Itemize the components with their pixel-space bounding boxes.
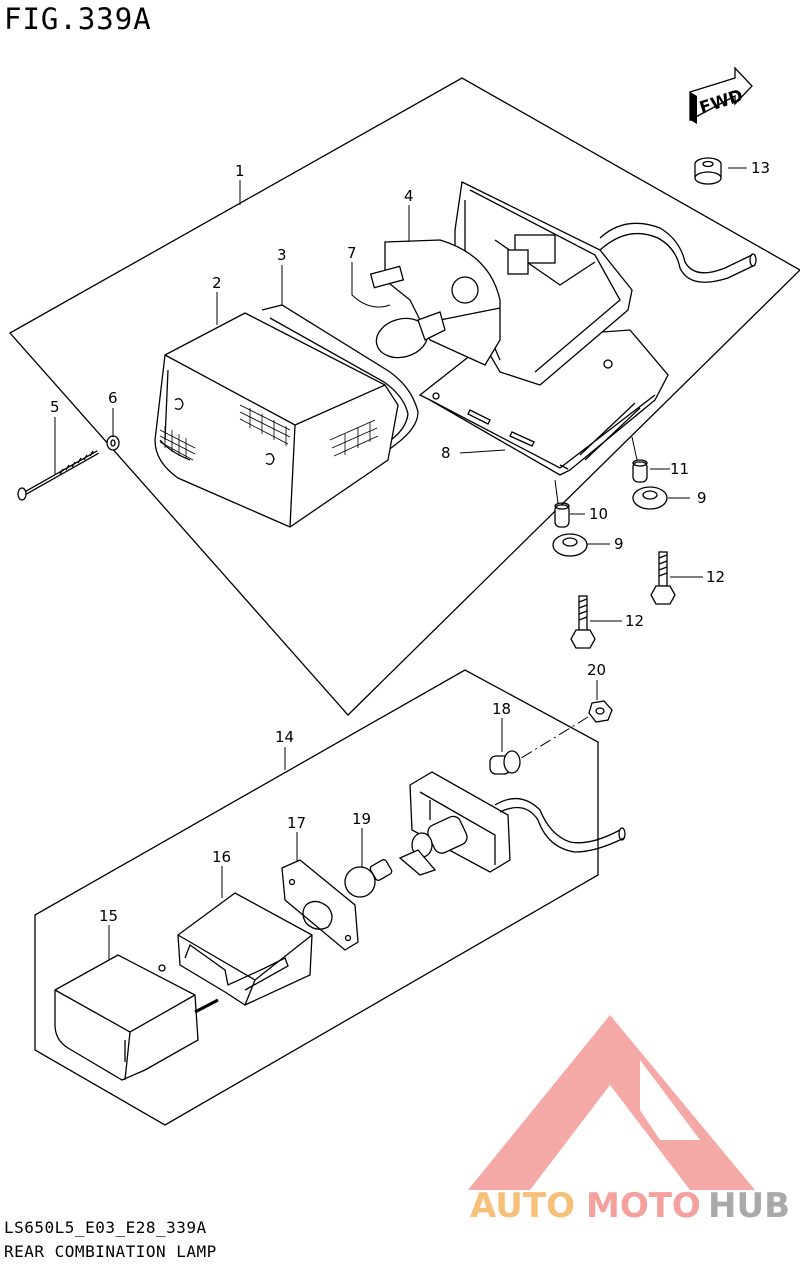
license-lamp-lens xyxy=(54,954,219,1081)
tail-bulb-icon xyxy=(369,265,446,359)
diagram-code: LS650L5_E03_E28_339A xyxy=(4,1218,207,1237)
callout-3: 3 xyxy=(277,246,287,264)
callout-16: 16 xyxy=(212,848,231,866)
license-bulb-icon xyxy=(344,859,393,898)
callout-13: 13 xyxy=(751,159,770,177)
callout-2: 2 xyxy=(212,274,222,292)
callout-11: 11 xyxy=(670,460,689,478)
callout-10: 10 xyxy=(589,505,608,523)
nut-icon xyxy=(588,700,613,723)
callout-labels: 1 2 3 4 5 6 7 8 9 9 10 11 12 12 13 14 15… xyxy=(50,159,770,925)
callout-19: 19 xyxy=(352,810,371,828)
assembly-box-14 xyxy=(34,669,599,1126)
license-lamp-housing xyxy=(398,771,626,876)
license-lamp-case xyxy=(177,892,313,1006)
assembly-box-1 xyxy=(8,77,800,716)
bolt-icon-2 xyxy=(570,595,596,649)
forward-arrow-icon: FWD xyxy=(689,66,753,124)
callout-12-lower: 12 xyxy=(625,612,644,630)
bulb-socket-plate xyxy=(384,239,501,366)
callout-18: 18 xyxy=(492,700,511,718)
tail-lamp-lens xyxy=(154,312,399,528)
cushion-icon xyxy=(552,533,588,557)
watermark-text-moto: MOTO xyxy=(586,1186,701,1226)
spacer-icon-2 xyxy=(632,459,648,483)
callout-1: 1 xyxy=(235,162,245,180)
callout-20: 20 xyxy=(587,661,606,679)
leader-lines xyxy=(54,167,747,960)
callout-4: 4 xyxy=(404,187,414,205)
cushion-icon-2 xyxy=(632,486,668,510)
callout-17: 17 xyxy=(287,814,306,832)
bolt-icon xyxy=(650,551,676,605)
callout-8: 8 xyxy=(441,444,451,462)
grommet-icon xyxy=(694,157,722,185)
figure-title: FIG.339A xyxy=(4,2,152,36)
washer-icon xyxy=(106,435,120,451)
spacer-icon xyxy=(554,502,570,528)
callout-14: 14 xyxy=(275,728,294,746)
callout-5: 5 xyxy=(50,398,60,416)
callout-7: 7 xyxy=(347,244,357,262)
license-lamp-gasket xyxy=(281,859,359,951)
watermark-logo: AUTO MOTO HUB xyxy=(468,1015,790,1226)
callout-6: 6 xyxy=(108,389,118,407)
diagram-name: REAR COMBINATION LAMP xyxy=(4,1242,217,1261)
callout-12-upper: 12 xyxy=(706,568,725,586)
watermark-text-auto: AUTO xyxy=(470,1186,575,1226)
lens-gasket xyxy=(261,304,419,518)
callout-9-lower: 9 xyxy=(614,535,624,553)
assembly-axis-line xyxy=(517,716,589,761)
screw-icon xyxy=(17,450,99,501)
collar-icon xyxy=(489,750,521,775)
callout-9-upper: 9 xyxy=(697,489,707,507)
watermark-text-hub: HUB xyxy=(708,1186,790,1226)
callout-15: 15 xyxy=(99,907,118,925)
